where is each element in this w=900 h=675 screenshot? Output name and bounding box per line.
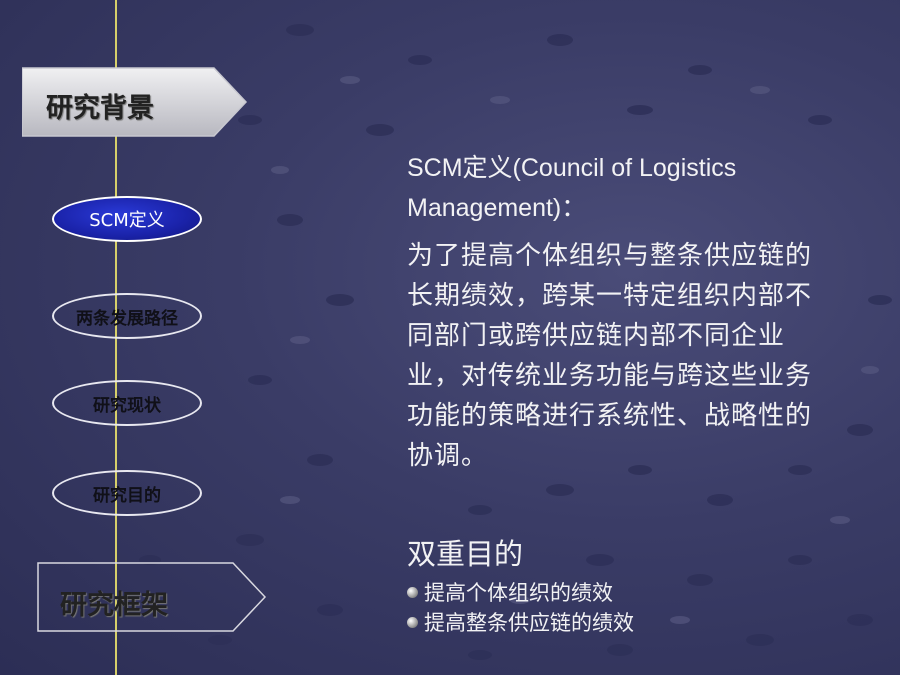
definition-section: SCM定义(Council of Logistics Management)： … <box>407 148 847 476</box>
goal-item: 提高整条供应链的绩效 <box>407 607 634 637</box>
nav-item-two-paths[interactable]: 两条发展路径 <box>52 293 202 339</box>
goal-text: 提高个体组织的绩效 <box>424 581 613 605</box>
nav-item-research-goal[interactable]: 研究目的 <box>52 470 202 516</box>
definition-heading: SCM定义(Council of Logistics Management)： <box>407 154 737 222</box>
goal-text: 提高整条供应链的绩效 <box>424 611 634 635</box>
nav-item-research-status[interactable]: 研究现状 <box>52 380 202 426</box>
nav-item-label: 研究现状 <box>93 395 161 416</box>
sphere-bullet-icon <box>407 616 418 628</box>
dual-goal-title: 双重目的 <box>407 537 524 571</box>
top-tab-label[interactable]: 研究背景 <box>46 93 154 124</box>
nav-item-scm-definition[interactable]: SCM定义 <box>52 196 202 242</box>
goal-item: 提高个体组织的绩效 <box>407 577 634 607</box>
nav-item-label: 研究目的 <box>93 485 161 506</box>
dual-goal-section: 双重目的 提高个体组织的绩效 提高整条供应链的绩效 <box>407 535 634 637</box>
nav-item-label: 两条发展路径 <box>76 308 178 329</box>
top-tab-shape <box>22 67 248 137</box>
bottom-tab-shape <box>37 562 267 632</box>
nav-item-label: SCM定义 <box>89 210 165 231</box>
definition-body: 为了提高个体组织与整条供应链的长期绩效，跨某一特定组织内部不同部门或跨供应链内部… <box>407 241 813 471</box>
sphere-bullet-icon <box>407 586 418 598</box>
bottom-tab-label[interactable]: 研究框架 <box>60 590 168 621</box>
